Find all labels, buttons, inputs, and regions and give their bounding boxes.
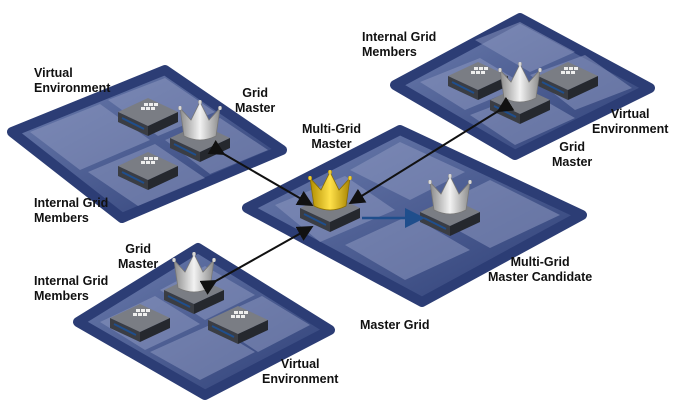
vm-server-bottom-left-1 bbox=[110, 304, 170, 342]
vmware-logo-icon bbox=[231, 311, 248, 318]
server-led-strip bbox=[167, 295, 191, 308]
server-led-strip bbox=[303, 213, 327, 226]
connection-arrow-top-right bbox=[348, 96, 515, 205]
vm-server-top-left-2 bbox=[118, 152, 178, 190]
vmware-logo-icon bbox=[141, 157, 158, 164]
server-led-strip bbox=[173, 143, 197, 156]
label-top-left-virtual-environment: Virtual Environment bbox=[34, 66, 111, 95]
label-multi-grid-master-candidate: Multi-Grid Master Candidate bbox=[488, 255, 593, 284]
label-top-left-grid-master: Grid Master bbox=[235, 86, 276, 115]
vmware-logo-icon bbox=[133, 309, 150, 316]
label-bottom-left-grid-master: Grid Master bbox=[118, 242, 159, 271]
label-multi-grid-master: Multi-Grid Master bbox=[302, 122, 362, 151]
vm-server-top-right-2 bbox=[538, 62, 598, 100]
label-top-right-virtual-environment: Virtual Environment bbox=[592, 107, 669, 136]
vm-server-top-left-1 bbox=[118, 98, 178, 136]
label-top-right-internal-members: Internal Grid Members bbox=[362, 30, 437, 59]
vm-server-top-right-1 bbox=[448, 62, 508, 100]
vmware-logo-icon bbox=[141, 103, 158, 110]
server-led-strip bbox=[113, 323, 137, 336]
label-bottom-left-internal-members: Internal Grid Members bbox=[34, 274, 109, 303]
server-led-strip bbox=[211, 325, 235, 338]
vmware-logo-icon bbox=[471, 67, 488, 74]
multi-grid-master-server bbox=[300, 170, 360, 232]
gold-crown-icon bbox=[308, 170, 352, 211]
vmware-logo-icon bbox=[561, 67, 578, 74]
vm-server-bottom-left-2 bbox=[208, 306, 268, 344]
label-bottom-left-virtual-environment: Virtual Environment bbox=[262, 357, 339, 386]
connection-arrow-bottom-left bbox=[199, 226, 314, 295]
label-top-right-grid-master: Grid Master bbox=[552, 140, 593, 169]
server-led-strip bbox=[541, 81, 565, 94]
server-led-strip bbox=[423, 217, 447, 230]
label-master-grid: Master Grid bbox=[360, 318, 430, 332]
server-led-strip bbox=[451, 81, 475, 94]
connection-arrow-top-left bbox=[207, 140, 314, 207]
label-top-left-internal-members: Internal Grid Members bbox=[34, 196, 109, 225]
server-led-strip bbox=[121, 117, 145, 130]
silver-crown-icon bbox=[178, 100, 222, 141]
server-led-strip bbox=[121, 171, 145, 184]
